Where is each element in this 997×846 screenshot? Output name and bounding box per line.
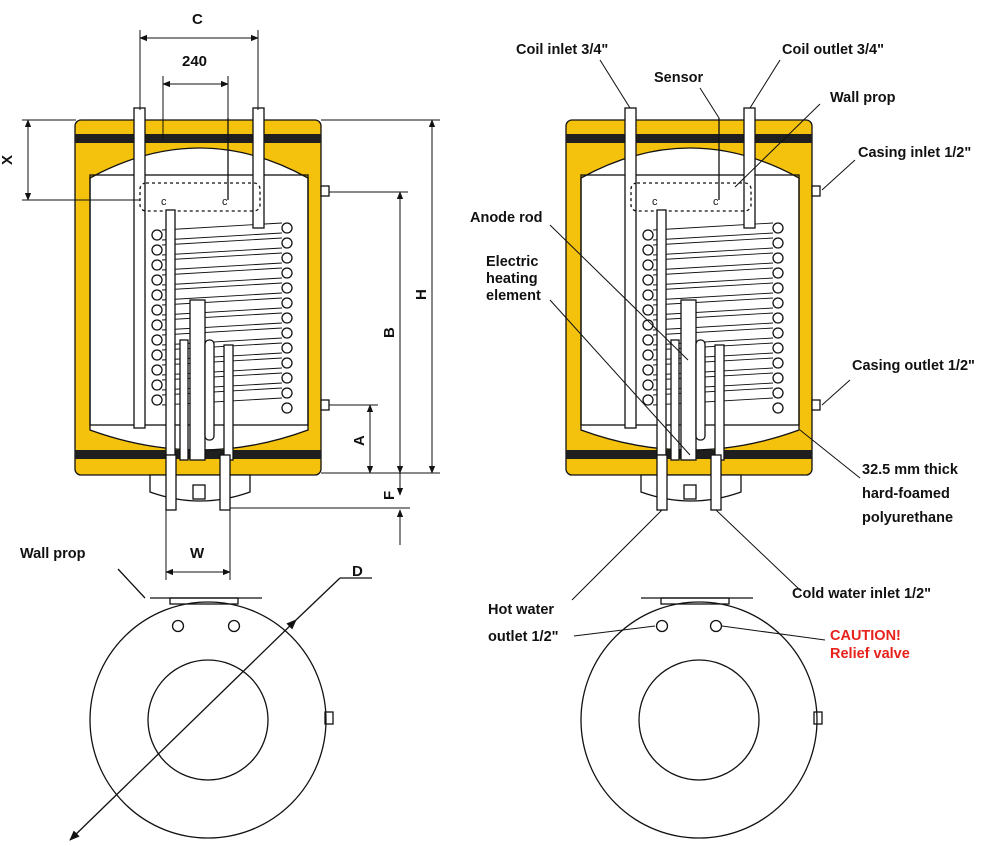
label-coil-outlet: Coil outlet 3/4" [782, 42, 884, 58]
left-coil-lines [161, 222, 283, 406]
right-tank-side-view: c c [565, 107, 821, 511]
svg-text:c: c [161, 196, 167, 208]
left-wall-prop-label: Wall prop [20, 546, 86, 562]
right-coil-left [642, 229, 654, 406]
label-caution: CAUTION! [830, 628, 901, 644]
left-coil-pipe-outlet [252, 107, 265, 229]
label-hot-water-outlet-1: Hot water [488, 602, 554, 618]
left-top-band [75, 134, 321, 143]
label-electric-heating-1: Electric [486, 254, 538, 270]
dim-f: F [381, 491, 398, 500]
right-coil-right [772, 222, 784, 414]
left-coil-right [281, 222, 293, 414]
label-sensor: Sensor [654, 70, 704, 86]
dim-c: C [192, 11, 203, 28]
dim-h: H [413, 289, 430, 300]
label-relief-valve: Relief valve [830, 646, 910, 662]
left-dimension-lines [22, 30, 440, 580]
dim-a: A [351, 435, 368, 446]
label-wall-prop: Wall prop [830, 90, 896, 106]
dim-240: 240 [182, 53, 207, 70]
label-insulation-1: 32.5 mm thick [862, 462, 959, 478]
label-coil-inlet: Coil inlet 3/4" [516, 42, 608, 58]
dim-w: W [190, 545, 205, 562]
left-tank-side-view: c c [74, 107, 330, 511]
label-hot-water-outlet-2: outlet 1/2" [488, 629, 559, 645]
svg-text:c: c [222, 196, 228, 208]
label-electric-heating-2: heating [486, 271, 538, 287]
dim-b: B [381, 327, 398, 338]
left-dotted-box [139, 182, 261, 212]
svg-text:c: c [713, 196, 719, 208]
label-anode-rod: Anode rod [470, 210, 543, 226]
right-top-view [580, 597, 823, 839]
left-coil-left [151, 229, 163, 406]
label-electric-heating-3: element [486, 288, 541, 304]
dim-d: D [352, 563, 363, 580]
left-heating-element [189, 299, 206, 461]
label-casing-outlet: Casing outlet 1/2" [852, 358, 975, 374]
left-coil-pipe-inlet [133, 107, 146, 429]
label-cold-water-inlet: Cold water inlet 1/2" [792, 586, 931, 602]
label-casing-inlet: Casing inlet 1/2" [858, 145, 971, 161]
left-top-view [69, 568, 372, 841]
label-insulation-2: hard-foamed [862, 486, 950, 502]
right-leader-lines [549, 59, 861, 641]
dim-x: X [0, 155, 16, 165]
svg-text:c: c [652, 196, 658, 208]
label-insulation-3: polyurethane [862, 510, 953, 526]
